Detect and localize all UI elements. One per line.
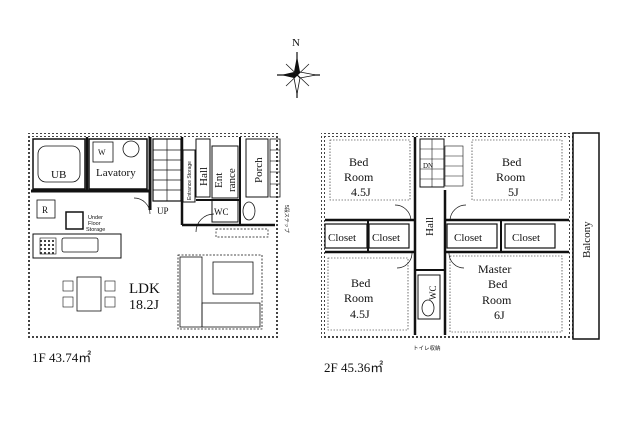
ub-room	[32, 138, 86, 190]
entrance-label-2: rance	[226, 168, 238, 192]
bedroom-1-room-label: Room	[344, 170, 374, 184]
entrance-storage-label: Entrance Storage	[187, 161, 193, 200]
master-label-1: Master	[478, 262, 511, 276]
underfloor-label-2: Floor	[88, 221, 101, 227]
kitchen-counter	[32, 233, 122, 259]
bedroom-3-label: Bed	[351, 276, 370, 290]
closet-2-label: Closet	[372, 232, 400, 244]
lavatory-label: Lavatory	[96, 167, 136, 179]
closet-4-label: Closet	[512, 232, 540, 244]
washer-label: W	[98, 148, 106, 157]
bedroom-2-size: 5J	[508, 185, 519, 199]
master-label-2: Bed	[488, 277, 507, 291]
kitchen-sink-icon	[61, 237, 99, 253]
toilet-storage-note: トイレ収納	[413, 344, 441, 352]
bedroom-3	[327, 257, 409, 331]
floor-1-caption: 1F 43.74㎡	[32, 350, 91, 365]
ldk-size-label: 18.2J	[129, 298, 160, 313]
stove-icon	[39, 237, 57, 255]
washer-icon	[92, 141, 114, 163]
exterior-steps	[269, 138, 281, 198]
closet-3	[446, 223, 498, 249]
wc-2f	[417, 274, 441, 320]
bedroom-1-size: 4.5J	[351, 185, 371, 199]
balcony	[572, 132, 600, 340]
hall-1f-label: Hall	[198, 167, 210, 186]
master-size: 6J	[494, 308, 505, 322]
entrance-label-1: Ent	[213, 173, 225, 188]
balcony-label: Balcony	[581, 221, 593, 258]
underfloor-label-3: Storage	[86, 227, 105, 233]
compass-rose: N	[277, 37, 320, 98]
step-note: 5段ステップ	[283, 205, 290, 233]
sofa-set	[177, 254, 263, 330]
dining-table	[62, 276, 116, 312]
toilet-2f-icon	[421, 299, 435, 317]
door-swing-master	[448, 252, 465, 269]
bedroom-3-room-label: Room	[344, 291, 374, 305]
up-label: UP	[157, 206, 169, 216]
sink-icon	[122, 140, 140, 158]
bedroom-1-label: Bed	[349, 155, 368, 169]
door-swing-bedroom-2	[449, 204, 467, 221]
closet-1-label: Closet	[328, 232, 356, 244]
toilet-icon	[242, 201, 256, 221]
hall-1f	[195, 138, 211, 198]
lavatory-room	[88, 138, 148, 190]
ldk-label: LDK	[129, 281, 160, 297]
wc-2f-label: WC	[428, 286, 438, 301]
door-swing-lavatory	[133, 197, 151, 215]
master-label-3: Room	[482, 293, 512, 307]
porch	[245, 138, 269, 198]
underfloor-storage-hatch	[65, 211, 84, 230]
entrance	[211, 145, 239, 199]
hall-2f-label: Hall	[424, 217, 436, 236]
floor-2-plan: Balcony Bed Room 4.5J DN Bed Room 5J Clo…	[321, 132, 600, 352]
closet-4	[504, 223, 556, 249]
bedroom-2-room-label: Room	[496, 170, 526, 184]
bedroom-3-size: 4.5J	[350, 307, 370, 321]
bathtub-icon	[37, 145, 81, 183]
underfloor-label-1: Under	[88, 215, 103, 221]
porch-label: Porch	[253, 157, 265, 183]
door-swing-ldk	[195, 213, 215, 233]
master-bedroom	[449, 255, 563, 333]
shelf	[215, 228, 269, 238]
north-label: N	[292, 37, 300, 49]
floor-1-plan: UB W Lavatory UP Entrance Storage Hall E…	[27, 133, 290, 339]
floor-2-caption: 2F 45.36㎡	[324, 360, 383, 375]
bedroom-1	[329, 139, 411, 201]
wc-1f-label: WC	[214, 207, 229, 217]
bedroom-2	[471, 139, 563, 201]
stairs-2f	[419, 138, 464, 188]
door-swing-bedroom-1	[394, 204, 412, 221]
door-swing-bedroom-3	[396, 252, 413, 269]
bedroom-2-label: Bed	[502, 155, 521, 169]
refrigerator-label: R	[42, 205, 48, 215]
refrigerator-icon	[36, 199, 56, 219]
ub-label: UB	[51, 169, 66, 181]
dn-label: DN	[423, 162, 433, 170]
closet-3-label: Closet	[454, 232, 482, 244]
